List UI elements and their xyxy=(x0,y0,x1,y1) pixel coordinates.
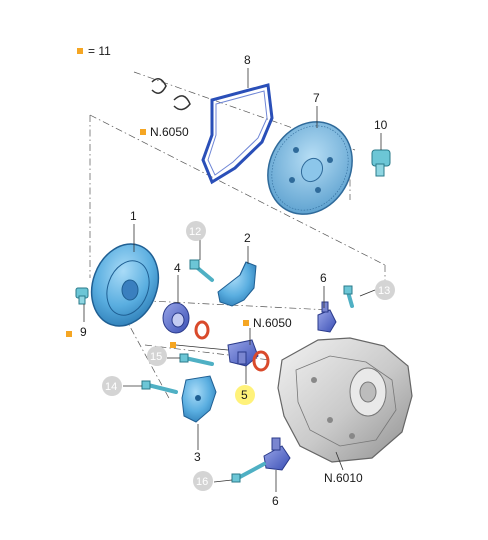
legend-marker xyxy=(77,48,83,54)
leader-lines xyxy=(83,68,382,492)
badge-16 xyxy=(193,471,213,491)
badge-15 xyxy=(147,346,167,366)
legend: = 11 xyxy=(77,44,111,58)
part-15-marker xyxy=(170,342,176,348)
badge-14 xyxy=(102,376,122,396)
seal-ring-large xyxy=(252,350,270,372)
seal-ring-small xyxy=(194,320,210,340)
part-12-bolt xyxy=(189,259,214,282)
part-1-pressure-plate xyxy=(90,243,160,327)
part-10-bolt xyxy=(371,149,391,177)
part-6-sensor-bottom xyxy=(263,437,291,471)
callout-10: 10 xyxy=(374,118,388,132)
callout-13: 13 xyxy=(378,285,390,297)
callout-12: 12 xyxy=(189,226,201,238)
part-14-bolt xyxy=(141,380,178,394)
part-4-release-bearing xyxy=(162,302,190,334)
callout-3: 3 xyxy=(194,450,201,464)
part-15-bolt xyxy=(179,353,214,366)
part-8-gasket xyxy=(201,83,274,185)
badge-13 xyxy=(375,280,395,300)
callout-7: 7 xyxy=(313,91,320,105)
callout-16: 16 xyxy=(196,476,208,488)
callout-5: 5 xyxy=(241,388,248,402)
callout-8: 8 xyxy=(244,53,251,67)
part-3-bracket xyxy=(181,375,217,423)
part-2-bracket xyxy=(217,261,257,307)
n6050-marker-bottom xyxy=(243,320,249,326)
part-13-bolt xyxy=(343,285,354,308)
callout-6-top: 6 xyxy=(320,271,327,285)
callout-4: 4 xyxy=(174,261,181,275)
callout-2: 2 xyxy=(244,231,251,245)
callout-n6050-top: N.6050 xyxy=(150,125,189,139)
part-7-flywheel xyxy=(267,121,353,215)
callout-14: 14 xyxy=(105,381,117,393)
callout-6-bottom: 6 xyxy=(272,494,279,508)
callout-n6050-bottom: N.6050 xyxy=(253,316,292,330)
n6050-marker-top xyxy=(140,129,146,135)
part-9-bolt xyxy=(75,287,89,305)
legend-text: = 11 xyxy=(88,44,111,58)
transmission-housing xyxy=(277,337,413,463)
callout-9: 9 xyxy=(80,325,87,339)
callouts: 8 7 10 1 2 4 9 6 3 6 N.6010 N.6050 N.605… xyxy=(66,53,395,508)
part-16-bolt xyxy=(231,462,266,483)
part-9-marker xyxy=(66,331,72,337)
part-5-slave-cylinder xyxy=(227,339,259,367)
part-6-sensor-top xyxy=(317,301,337,333)
badge-12 xyxy=(186,221,206,241)
callout-n6010: N.6010 xyxy=(324,471,363,485)
callout-1: 1 xyxy=(130,209,137,223)
badge-5-highlight xyxy=(235,385,255,405)
callout-15: 15 xyxy=(150,351,162,363)
snap-rings xyxy=(151,78,191,111)
